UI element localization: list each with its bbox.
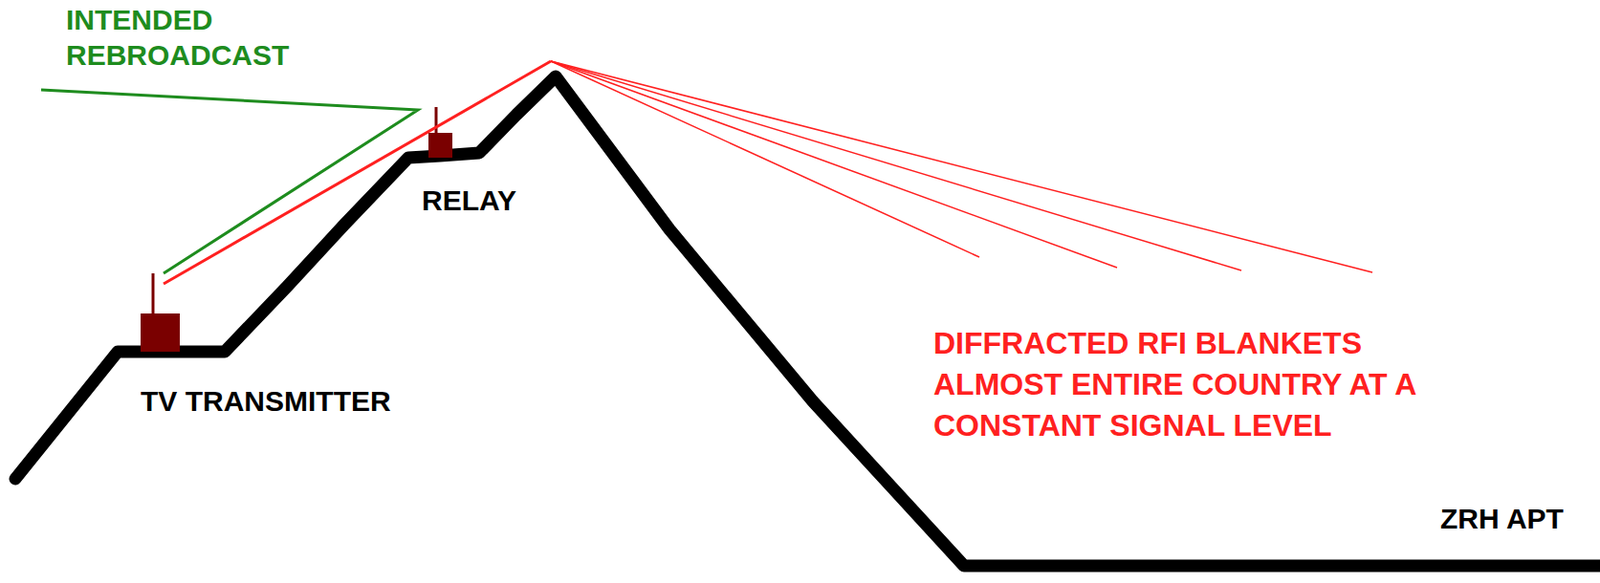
rfi-signal-path [163,61,551,285]
mountain-profile [15,76,1600,567]
transmitter-antenna [152,273,155,314]
site-label: RELAY [421,183,517,219]
warning-note: DIFFRACTED RFI BLANKETS ALMOST ENTIRE CO… [933,323,1489,447]
signal-note: INTENDED REBROADCAST [65,1,289,73]
site-label: TV TRANSMITTER [140,384,392,419]
diffracted-ray [550,61,1118,268]
relay-building [428,132,453,158]
transmitter-building [140,313,180,352]
diffracted-rays [550,61,1373,273]
diffracted-ray [550,61,1373,273]
diffracted-ray [550,61,980,258]
place-label: ZRH APT [1440,502,1564,537]
diffracted-ray [550,61,1242,271]
